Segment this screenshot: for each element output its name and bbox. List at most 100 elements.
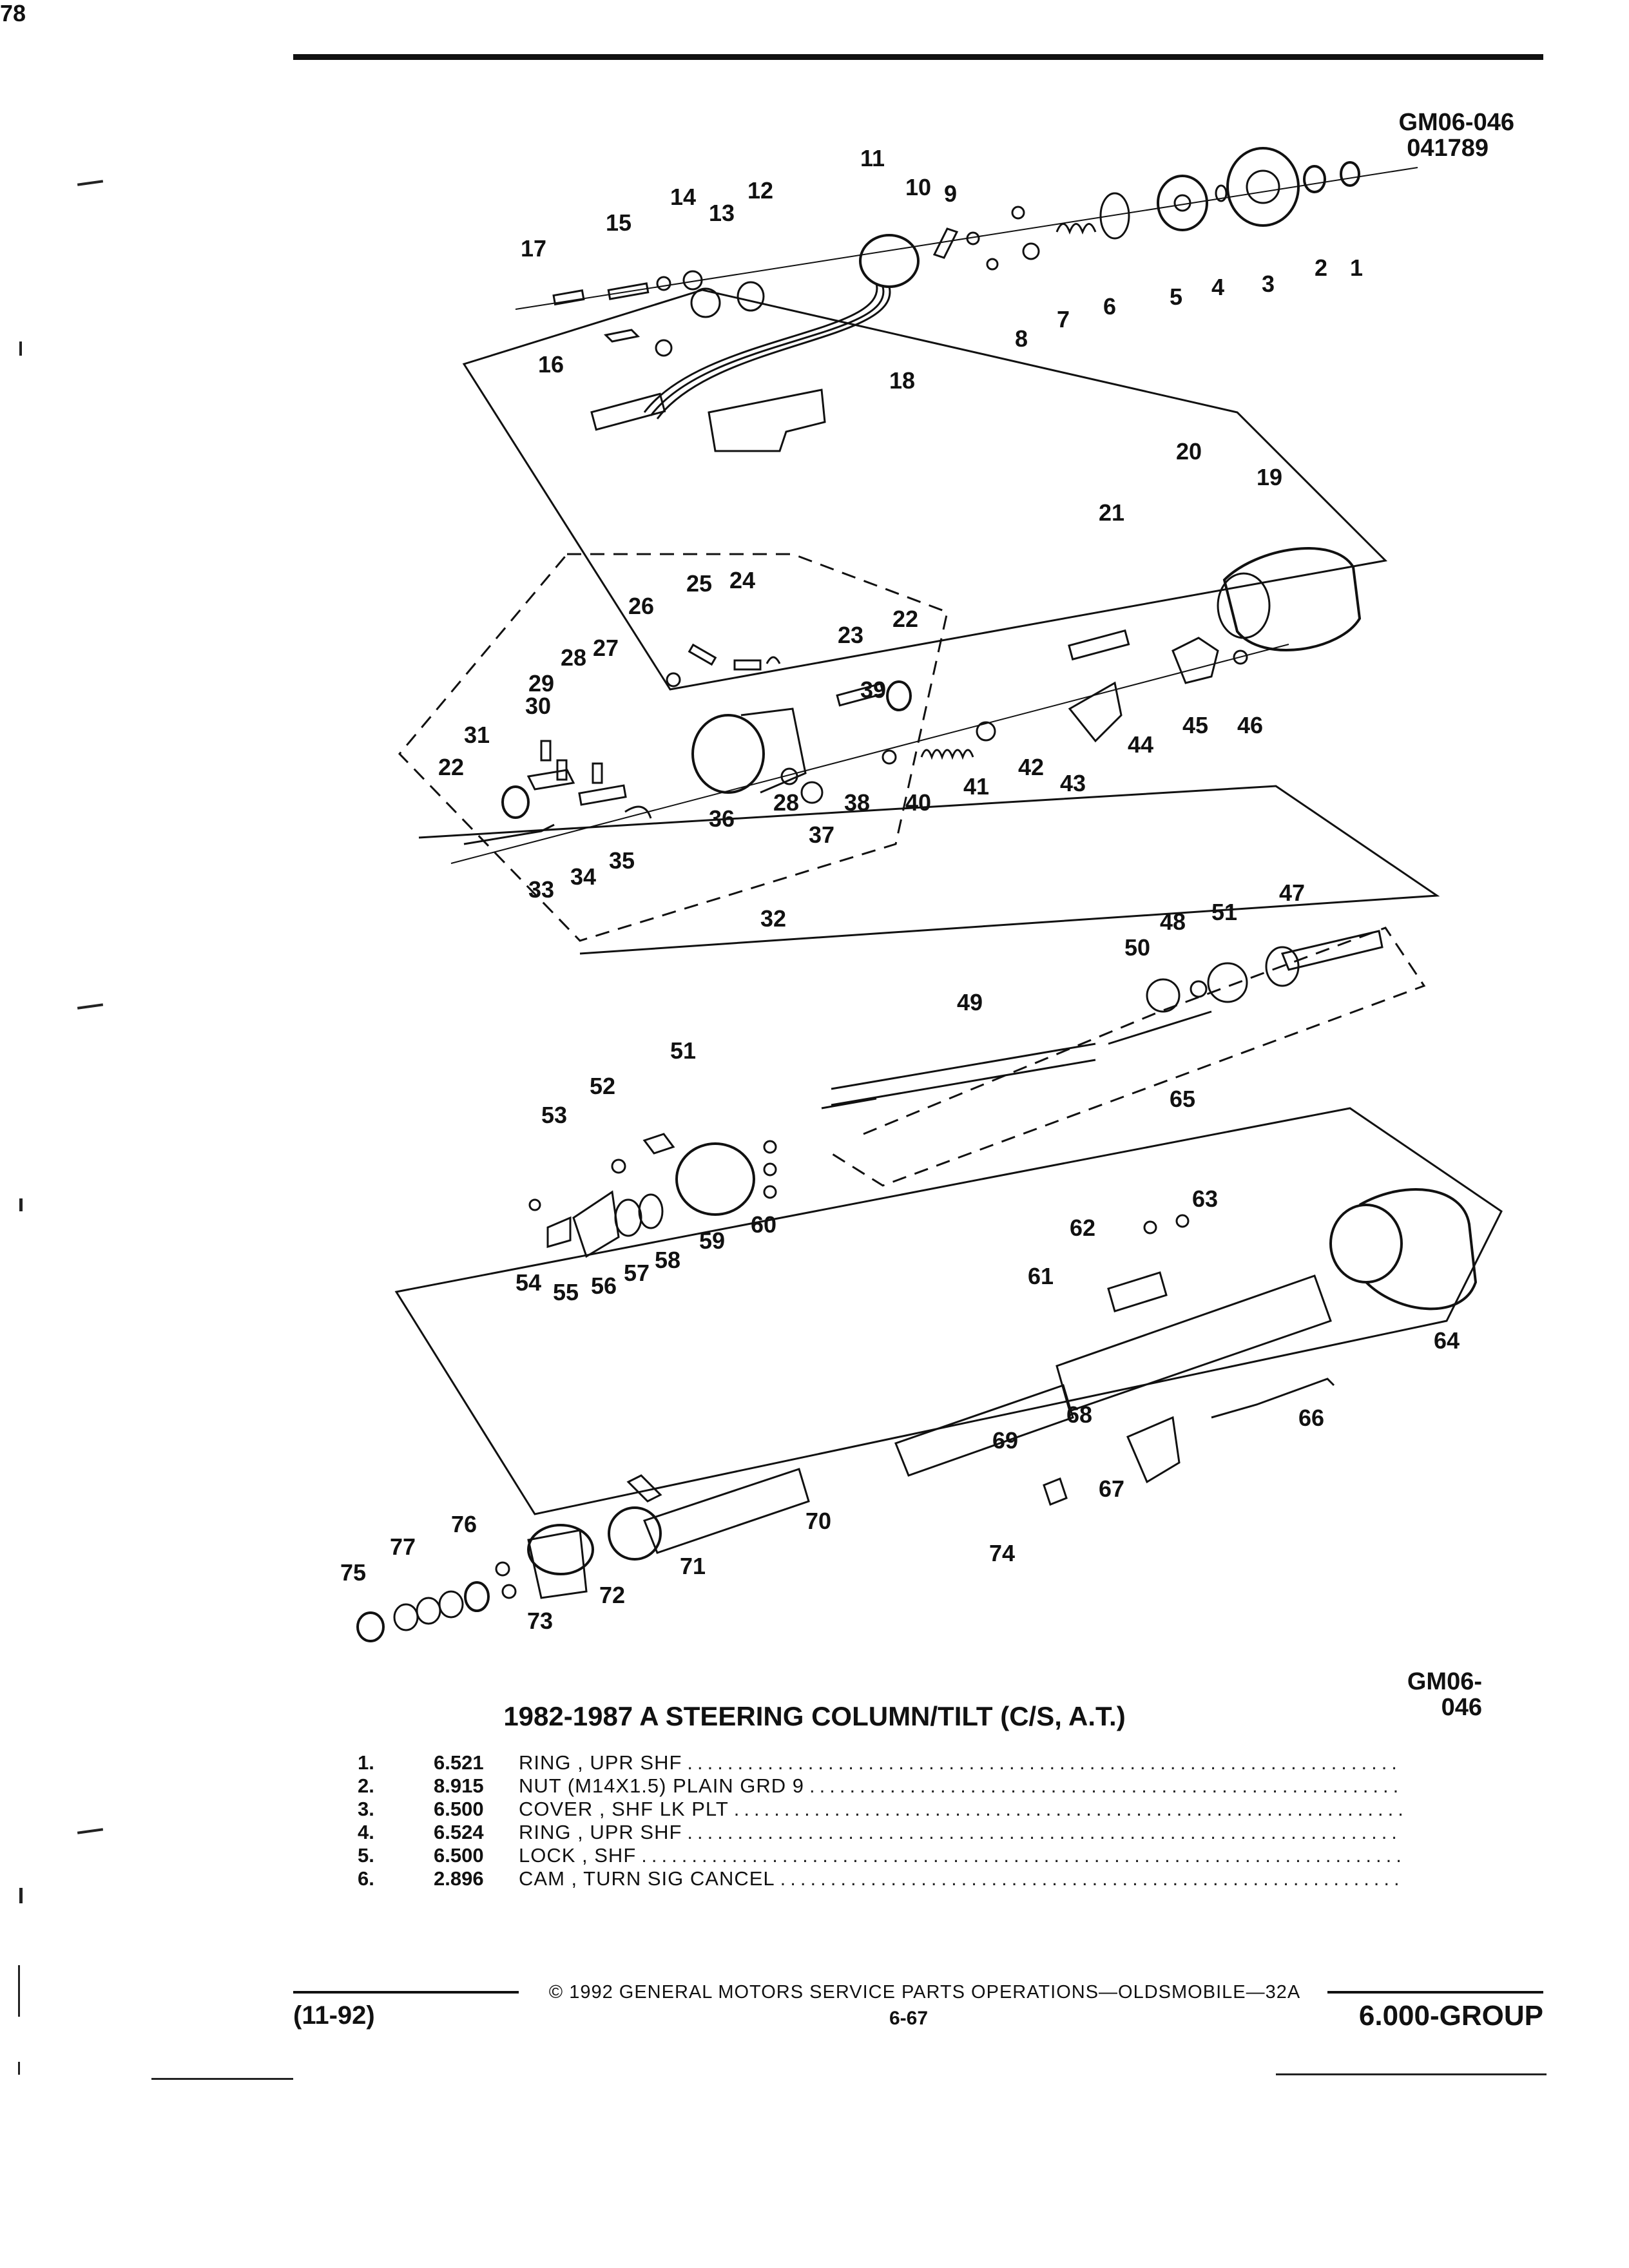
callout-number: 71 [680,1553,706,1579]
callout-number: 4 [1211,274,1225,300]
callout-number: 41 [963,773,990,800]
callout-number: 78 [0,0,26,26]
callout-number: 48 [1160,908,1186,935]
callout-number: 47 [1279,879,1306,906]
margin-mark [19,1888,23,1903]
callout-number: 28 [561,644,587,671]
spring-49 [1190,980,1208,998]
callout-number: 63 [1192,1186,1219,1212]
part-description: RING , UPR SHF [519,1821,682,1843]
clip-75 [1043,1477,1068,1506]
middle-plane-outline [418,785,1440,955]
callout-number: 13 [709,200,735,226]
leader-dots: ........................................… [687,1751,1402,1774]
callout-number: 52 [590,1073,616,1099]
callout-number: 74 [989,1540,1016,1566]
footer-rule-left [293,1991,519,1994]
callout-number: 64 [1434,1327,1460,1354]
bottom-mark [1276,2073,1547,2075]
bracket-68 [1126,1416,1181,1484]
callout-number: 49 [957,989,983,1015]
callout-number: 76 [451,1511,477,1537]
callout-number: 12 [747,177,774,204]
callout-number: 77 [390,1533,416,1560]
ring-22-right [886,680,912,711]
callout-number: 34 [570,863,597,890]
callout-number: 10 [905,174,932,200]
callout-number: 22 [892,606,919,632]
callout-number: 21 [1099,499,1125,526]
spring-78b [416,1597,441,1625]
callout-number: 8 [1015,325,1028,352]
callout-number: 66 [1298,1405,1325,1431]
margin-mark [19,341,22,356]
lower-plane-outline [394,1107,1503,1515]
callout-number: 24 [729,567,756,593]
spring-78c [438,1590,464,1619]
callout-number: 35 [609,847,635,874]
upper-shaft-48 [1280,930,1383,971]
jacket-lower [643,1468,810,1554]
part-number: 1. [358,1751,374,1774]
plate-57 [572,1190,620,1258]
leader-dots: ........................................… [641,1844,1402,1867]
callout-number: 72 [599,1582,626,1608]
switch-harness-3 [656,286,891,419]
steering-shaft-upper-edge [831,1043,1096,1090]
callout-number: 6 [1103,293,1117,320]
part-number: 5. [358,1844,374,1867]
housing-opening [1217,572,1271,639]
bottom-mark [151,2078,293,2080]
middle-small-parts [463,629,1248,845]
callout-number: 60 [751,1211,777,1238]
callout-number: 58 [655,1247,681,1273]
callout-number: 22 [438,754,465,780]
callout-number: 23 [838,622,864,648]
callout-number: 54 [516,1269,542,1296]
margin-mark [18,1965,20,2017]
part-number: 6. [358,1867,374,1890]
margin-mark [18,2062,20,2075]
callout-number: 7 [1057,306,1070,332]
callout-number: 53 [541,1102,568,1128]
lower-small-parts [495,1140,1190,1599]
callout-number: 33 [528,876,555,903]
switch-harness-1 [643,283,878,413]
bearing-72 [608,1506,662,1561]
spring-42 [920,749,974,760]
lock-housing-37 [691,714,765,794]
callout-number: 51 [1211,899,1238,925]
shaft-lock-hub [1173,194,1191,212]
nut [1303,165,1326,193]
steering-shaft-lower-edge [831,1059,1096,1106]
housing-assembly-boundary [398,553,949,942]
part-description: CAM , TURN SIG CANCEL [519,1867,775,1890]
callout-number: 61 [1028,1263,1054,1289]
spring-7 [1055,223,1097,235]
callout-number: 9 [944,180,958,207]
jacket-upper [1055,1274,1332,1412]
centering-sphere-51b [1207,962,1248,1003]
callout-number: 20 [1176,438,1202,465]
turn-signal-cam [1099,192,1130,240]
callout-number: 39 [860,677,887,703]
callout-number: 65 [1170,1086,1196,1112]
ring-22-left [501,785,530,819]
page-number: 6-67 [889,2008,929,2029]
footer-rule-right [1327,1991,1543,1994]
lock-plate-cover-center [1246,169,1280,204]
ring-77 [464,1581,490,1612]
ring-76 [356,1611,385,1642]
shaft-assembly-boundary [831,927,1426,1187]
figure-bottom-ref: GM06-046 [1407,1668,1482,1721]
callout-number: 32 [760,905,787,932]
shaft-yoke [1108,1010,1212,1045]
callout-number: 38 [844,789,871,816]
